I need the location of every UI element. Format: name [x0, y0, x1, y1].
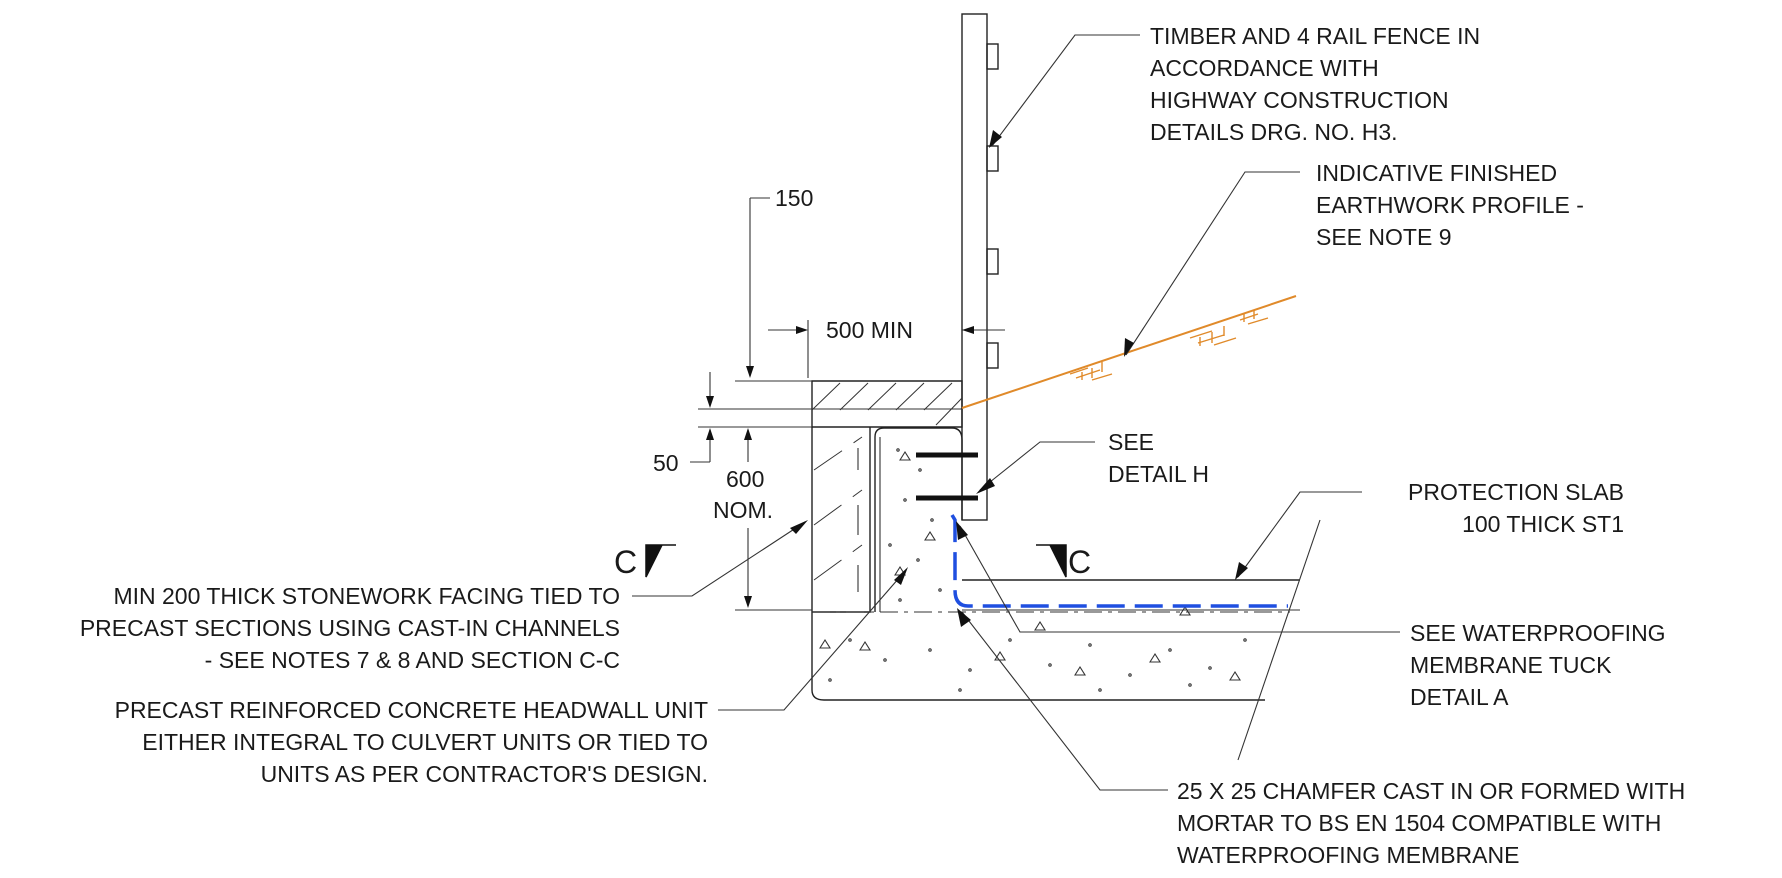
note-chamfer-line-3: WATERPROOFING MEMBRANE	[1177, 842, 1519, 868]
note-waterproofing-line-1: SEE WATERPROOFING	[1410, 620, 1666, 646]
section-mark-right: C	[1036, 544, 1091, 580]
note-earthwork-line-2: EARTHWORK PROFILE -	[1316, 192, 1584, 218]
fence-post	[961, 13, 999, 521]
note-protection-slab-line-1: PROTECTION SLAB	[1408, 479, 1624, 505]
section-mark-left-label: C	[614, 544, 637, 580]
note-fence-line-3: HIGHWAY CONSTRUCTION	[1150, 87, 1449, 113]
note-headwall-line-1: PRECAST REINFORCED CONCRETE HEADWALL UNI…	[115, 697, 708, 723]
note-waterproofing-line-2: MEMBRANE TUCK	[1410, 652, 1612, 678]
section-mark-left: C	[614, 544, 676, 580]
dim-600-label: 600	[726, 466, 764, 492]
section-mark-right-label: C	[1068, 544, 1091, 580]
note-fence-line-4: DETAILS DRG. NO. H3.	[1150, 119, 1398, 145]
note-detail-h: SEE DETAIL H	[1108, 429, 1209, 487]
break-line	[1237, 519, 1321, 761]
dim-50-label: 50	[653, 450, 679, 476]
note-fence: TIMBER AND 4 RAIL FENCE IN ACCORDANCE WI…	[1150, 23, 1480, 145]
dim-500-label: 500 MIN	[826, 317, 913, 343]
note-headwall-line-3: UNITS AS PER CONTRACTOR'S DESIGN.	[261, 761, 708, 787]
note-stonework: MIN 200 THICK STONEWORK FACING TIED TO P…	[80, 583, 620, 673]
dimension-150: 150	[735, 185, 813, 382]
note-protection-slab-line-2: 100 THICK ST1	[1462, 511, 1624, 537]
note-fence-line-2: ACCORDANCE WITH	[1150, 55, 1379, 81]
note-stonework-line-3: - SEE NOTES 7 & 8 AND SECTION C-C	[205, 647, 620, 673]
leader-lines	[632, 34, 1400, 791]
dim-nom-label: NOM.	[713, 497, 773, 523]
note-stonework-line-1: MIN 200 THICK STONEWORK FACING TIED TO	[113, 583, 620, 609]
note-detail-h-line-2: DETAIL H	[1108, 461, 1209, 487]
note-fence-line-1: TIMBER AND 4 RAIL FENCE IN	[1150, 23, 1480, 49]
note-earthwork-line-3: SEE NOTE 9	[1316, 224, 1451, 250]
note-chamfer-line-1: 25 X 25 CHAMFER CAST IN OR FORMED WITH	[1177, 778, 1685, 804]
note-detail-h-line-1: SEE	[1108, 429, 1154, 455]
dimension-600-nom: 600 NOM.	[713, 428, 812, 611]
waterproofing-membrane	[950, 514, 1288, 608]
note-headwall: PRECAST REINFORCED CONCRETE HEADWALL UNI…	[115, 697, 708, 787]
dimension-500-min: 500 MIN	[768, 317, 1005, 378]
cast-in-channels	[916, 452, 978, 501]
dimension-50: 50	[653, 372, 962, 476]
note-waterproofing-line-3: DETAIL A	[1410, 684, 1509, 710]
note-waterproofing: SEE WATERPROOFING MEMBRANE TUCK DETAIL A	[1410, 620, 1666, 710]
note-chamfer-line-2: MORTAR TO BS EN 1504 COMPATIBLE WITH	[1177, 810, 1661, 836]
precast-headwall-unit	[811, 427, 1300, 701]
earthwork-profile	[961, 295, 1297, 409]
note-headwall-line-2: EITHER INTEGRAL TO CULVERT UNITS OR TIED…	[142, 729, 708, 755]
note-chamfer: 25 X 25 CHAMFER CAST IN OR FORMED WITH M…	[1177, 778, 1685, 868]
note-protection-slab: PROTECTION SLAB 100 THICK ST1	[1408, 479, 1624, 537]
dim-150-label: 150	[775, 185, 813, 211]
note-stonework-line-2: PRECAST SECTIONS USING CAST-IN CHANNELS	[80, 615, 620, 641]
note-earthwork-line-1: INDICATIVE FINISHED	[1316, 160, 1557, 186]
note-earthwork: INDICATIVE FINISHED EARTHWORK PROFILE - …	[1316, 160, 1584, 250]
